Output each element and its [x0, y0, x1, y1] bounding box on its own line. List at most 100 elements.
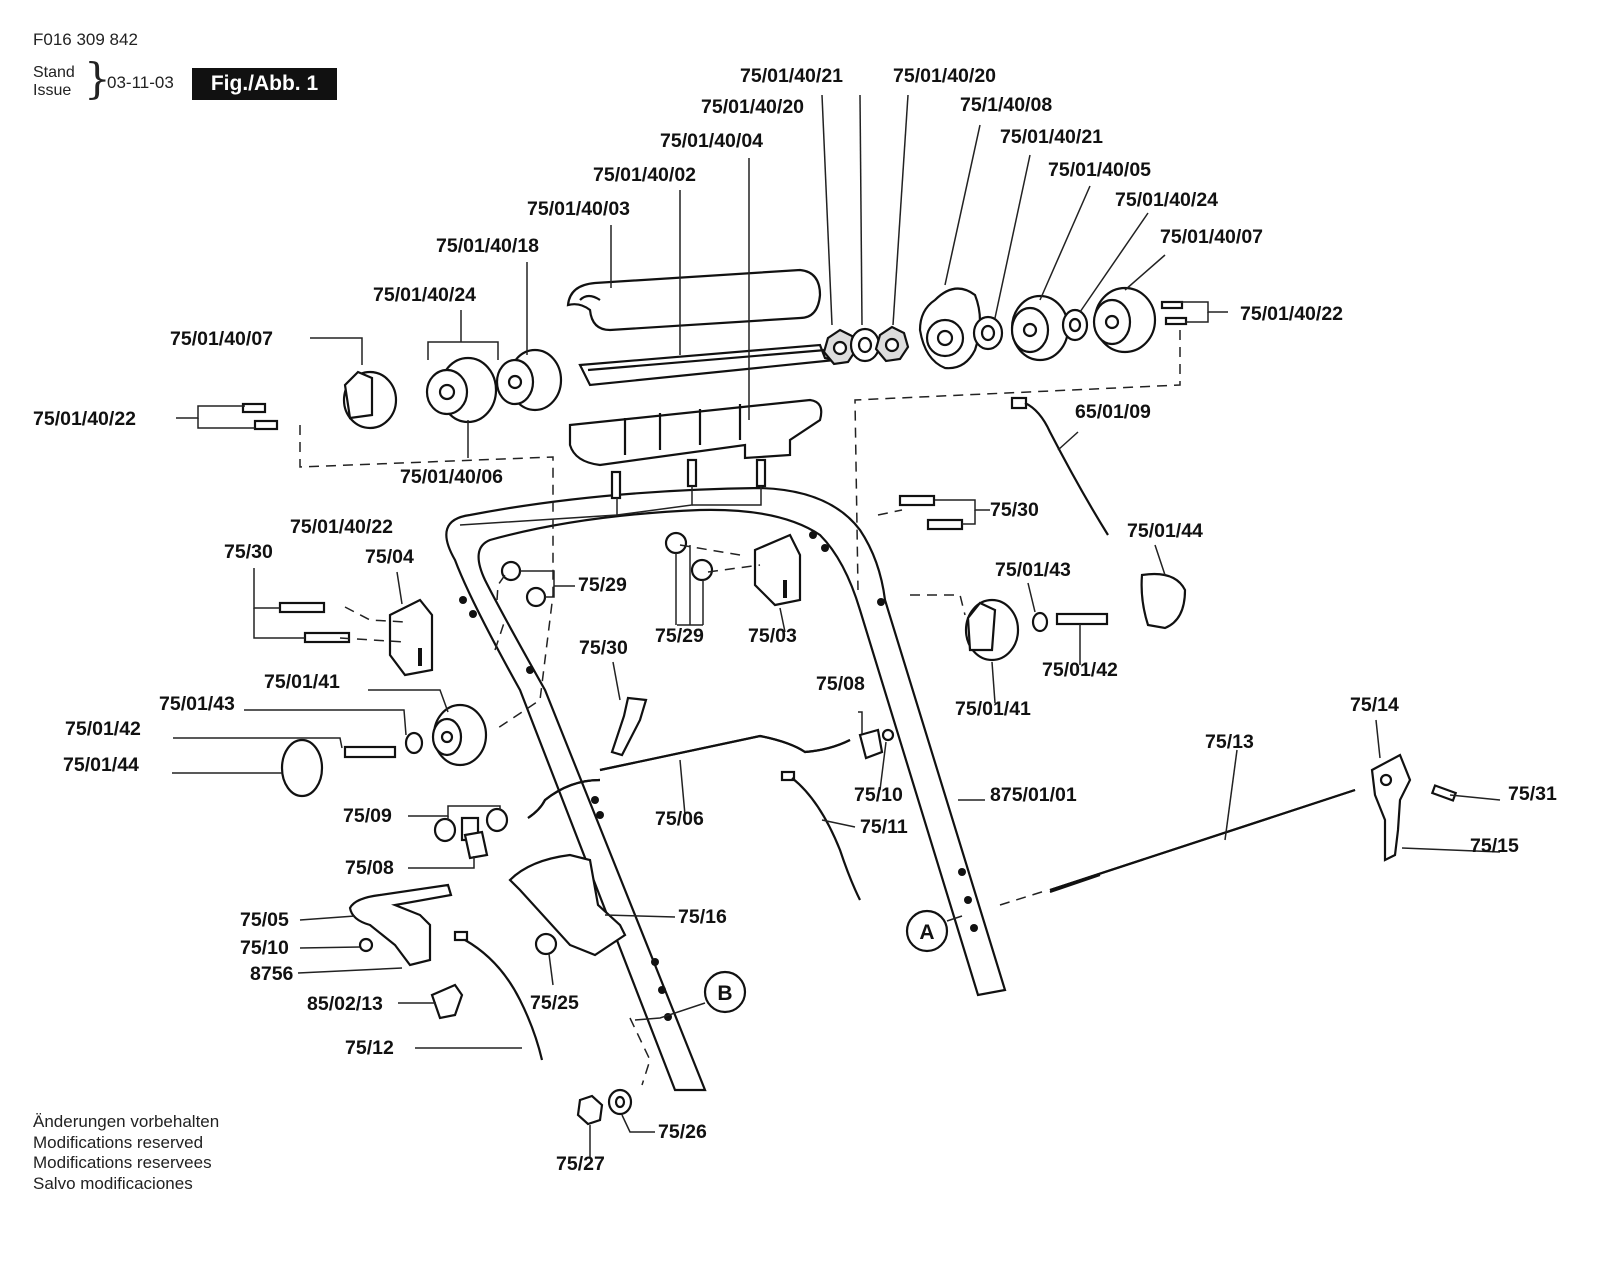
clip-85-02-13 [430, 983, 464, 1020]
part-label: 75/01/40/20 [893, 65, 996, 87]
nuts-middle [664, 531, 714, 582]
cable-75-11 [780, 770, 861, 901]
screws-upper-left [241, 402, 279, 431]
roller-wheel-1 [1010, 294, 1070, 362]
part-label: 75/30 [579, 637, 628, 659]
issue-label: Issue [33, 82, 72, 99]
bolt-left-lower [343, 745, 397, 759]
roller-cover-middle [578, 343, 836, 387]
stand-issue-label: Stand Issue [33, 64, 75, 100]
star-nut-1 [822, 328, 858, 366]
cable-upper [1010, 396, 1109, 536]
part-label: 75/01/41 [264, 671, 340, 693]
part-label: 75/29 [655, 625, 704, 647]
marker-b-label: B [717, 982, 732, 1005]
nuts-left [500, 560, 547, 608]
part-label: 75/10 [240, 937, 289, 959]
star-nut-2 [874, 325, 910, 363]
roller-cover-bottom [568, 398, 823, 467]
note-line: Modifications reserved [33, 1132, 204, 1152]
part-label: 75/01/40/22 [33, 408, 136, 430]
note-line: Modifications reservees [33, 1153, 212, 1172]
end-cap-left [342, 370, 398, 430]
part-label: 75/01/40/04 [660, 130, 763, 152]
threaded-rod-75-13 [1049, 788, 1356, 894]
leader-lines [172, 94, 1501, 1158]
cable-75-12 [453, 930, 544, 1061]
part-label: 8756 [250, 963, 294, 985]
part-label: 75/01/40/20 [701, 96, 804, 118]
part-label: 75/01/43 [995, 559, 1071, 581]
document-number: F016 309 842 [33, 30, 138, 49]
part-label: 75/1/40/08 [960, 94, 1052, 116]
washer-75-26 [607, 1088, 633, 1116]
part-label: 75/06 [655, 808, 704, 830]
part-label: 75/01/44 [1127, 520, 1203, 542]
part-label: 75/01/40/22 [1240, 303, 1343, 325]
roller-wheel-2 [1092, 286, 1157, 354]
marker-a-circle [905, 909, 949, 953]
clip-75-08-lower [463, 830, 489, 860]
part-label: 75/01/40/02 [593, 164, 696, 186]
part-label: 75/29 [578, 574, 627, 596]
bolt-75-30 [610, 696, 648, 757]
marker-a-label: A [919, 921, 934, 944]
screws-upper-right [1160, 300, 1188, 326]
washer-right [1031, 611, 1049, 633]
part-label: 75/01/42 [1042, 659, 1118, 681]
part-label: 75/27 [556, 1153, 605, 1175]
part-label: 75/11 [860, 816, 908, 838]
part-label: 75/26 [658, 1121, 707, 1143]
bolts-left-hinge [278, 601, 351, 644]
issue-date: 03-11-03 [107, 73, 174, 92]
part-label: 75/31 [1508, 783, 1557, 805]
part-label: 75/01/40/22 [290, 516, 393, 538]
part-label: 875/01/01 [990, 784, 1077, 806]
note-line: Salvo modificaciones [33, 1173, 193, 1193]
brace-symbol: } [84, 54, 111, 103]
part-label: 75/01/40/18 [436, 235, 539, 257]
nut-75-25 [534, 932, 558, 956]
note-line: Änderungen vorbehalten [33, 1112, 220, 1131]
part-label: 75/16 [678, 906, 727, 928]
part-label: 75/01/40/05 [1048, 159, 1151, 181]
part-label: 75/08 [816, 673, 865, 695]
parts-drawing [241, 268, 1458, 1126]
cam-wheel [918, 287, 982, 370]
part-labels: 75/01/40/21 75/01/40/20 75/01/40/20 75/1… [33, 65, 1557, 1175]
part-label: 75/01/44 [63, 754, 139, 776]
part-label: 75/04 [365, 546, 414, 568]
part-label: 75/01/40/07 [170, 328, 273, 350]
part-label: 75/03 [748, 625, 797, 647]
clip-75-08-upper [858, 728, 895, 760]
wheel-right [964, 598, 1020, 662]
part-label: 75/12 [345, 1037, 394, 1059]
roller-wheel-left-2 [495, 348, 563, 412]
part-label: 75/08 [345, 857, 394, 879]
washer-2 [972, 315, 1004, 351]
part-label: 65/01/09 [1075, 401, 1151, 423]
handle-frame [445, 486, 1007, 1092]
part-label: 75/15 [1470, 835, 1519, 857]
part-label: 75/10 [854, 784, 903, 806]
washer-1 [849, 327, 881, 363]
part-label: 75/13 [1205, 731, 1254, 753]
figure-badge: Fig./Abb. 1 [192, 68, 337, 100]
part-label: 75/25 [530, 992, 579, 1014]
clamp-lever-75-14 [1370, 753, 1412, 862]
marker-b-circle [703, 970, 747, 1014]
cap-right [1140, 572, 1187, 630]
part-label: 75/01/40/24 [1115, 189, 1218, 211]
part-label: 75/01/40/07 [1160, 226, 1263, 248]
part-label: 75/01/43 [159, 693, 235, 715]
cap-left-lower [280, 738, 324, 798]
trigger-lever-75-05 [348, 883, 453, 967]
stand-label: Stand [33, 64, 75, 81]
part-label: 75/09 [343, 805, 392, 827]
hinge-middle [753, 533, 802, 607]
nut-75-27 [576, 1094, 604, 1126]
connecting-rod [527, 734, 851, 819]
part-label: 75/01/41 [955, 698, 1031, 720]
bolts-right-hinge [898, 494, 964, 531]
